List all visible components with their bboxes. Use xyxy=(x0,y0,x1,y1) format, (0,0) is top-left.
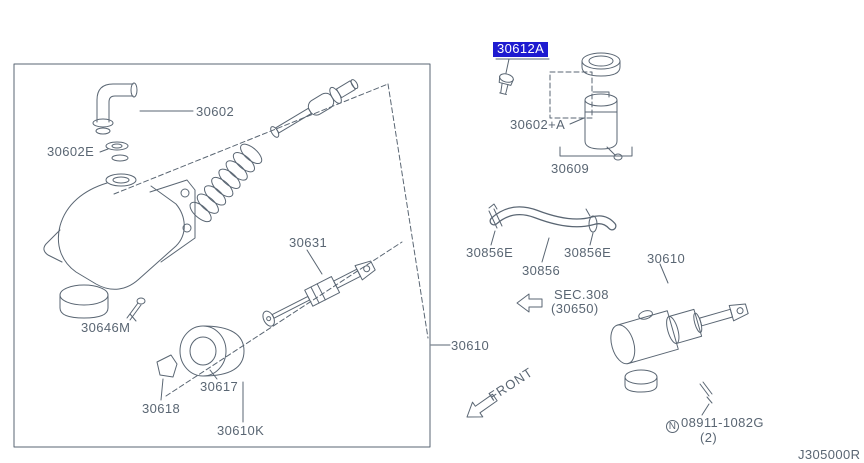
elbow-fitting-drawing xyxy=(92,82,138,135)
part-label-30856e-left[interactable]: 30856E xyxy=(466,245,514,260)
front-arrow-icon xyxy=(466,393,498,418)
part-label-30617[interactable]: 30617 xyxy=(200,379,239,394)
section-reference-part[interactable]: (30650) xyxy=(551,301,599,316)
part-label-30612a-highlighted[interactable]: 30612A xyxy=(493,42,549,57)
exploded-axis-dashed-lines xyxy=(113,83,429,397)
part-label-30856[interactable]: 30856 xyxy=(522,263,561,278)
parts-box-outline xyxy=(13,63,431,448)
nut-part-number: 08911-1082G xyxy=(681,415,764,430)
reservoir-tank-drawing xyxy=(559,91,633,161)
highlight-leader xyxy=(495,58,550,74)
part-label-30610-assembly[interactable]: 30610 xyxy=(451,338,490,353)
bushing-drawing xyxy=(179,325,245,377)
section-reference[interactable]: SEC.308 xyxy=(554,287,609,302)
push-rod-assembly-drawing xyxy=(262,260,376,327)
clip-drawing xyxy=(156,354,178,378)
cylinder-body-drawing xyxy=(43,173,196,319)
part-label-30609[interactable]: 30609 xyxy=(551,161,590,176)
piston-drawing xyxy=(270,79,359,138)
section-reference-arrow-icon xyxy=(516,293,543,313)
seal-rings-drawing xyxy=(105,141,129,162)
sub-assembly-dashed-box xyxy=(549,71,593,119)
part-label-30631[interactable]: 30631 xyxy=(289,235,328,250)
n-circle-icon: N xyxy=(666,420,679,433)
part-label-30602-plus-a[interactable]: 30602+A xyxy=(510,117,566,132)
master-cylinder-assembly-drawing xyxy=(610,263,749,393)
part-label-30618[interactable]: 30618 xyxy=(142,401,181,416)
stud-drawing xyxy=(699,381,713,416)
part-label-30602[interactable]: 30602 xyxy=(196,104,235,119)
bolt-drawing xyxy=(498,73,514,96)
pin-drawing xyxy=(126,297,146,321)
leader-lines-left xyxy=(99,110,451,423)
hose-drawing xyxy=(488,203,617,263)
reservoir-cap-drawing xyxy=(581,52,621,77)
nut-quantity: (2) xyxy=(700,430,718,445)
sheet-code: J305000R xyxy=(798,447,861,462)
part-label-30856e-right[interactable]: 30856E xyxy=(564,245,612,260)
part-label-30610-cylinder[interactable]: 30610 xyxy=(647,251,686,266)
part-label-30610k[interactable]: 30610K xyxy=(217,423,265,438)
part-label-30646m[interactable]: 30646M xyxy=(81,320,131,335)
part-label-30602e[interactable]: 30602E xyxy=(47,144,95,159)
spring-drawing xyxy=(189,143,263,223)
